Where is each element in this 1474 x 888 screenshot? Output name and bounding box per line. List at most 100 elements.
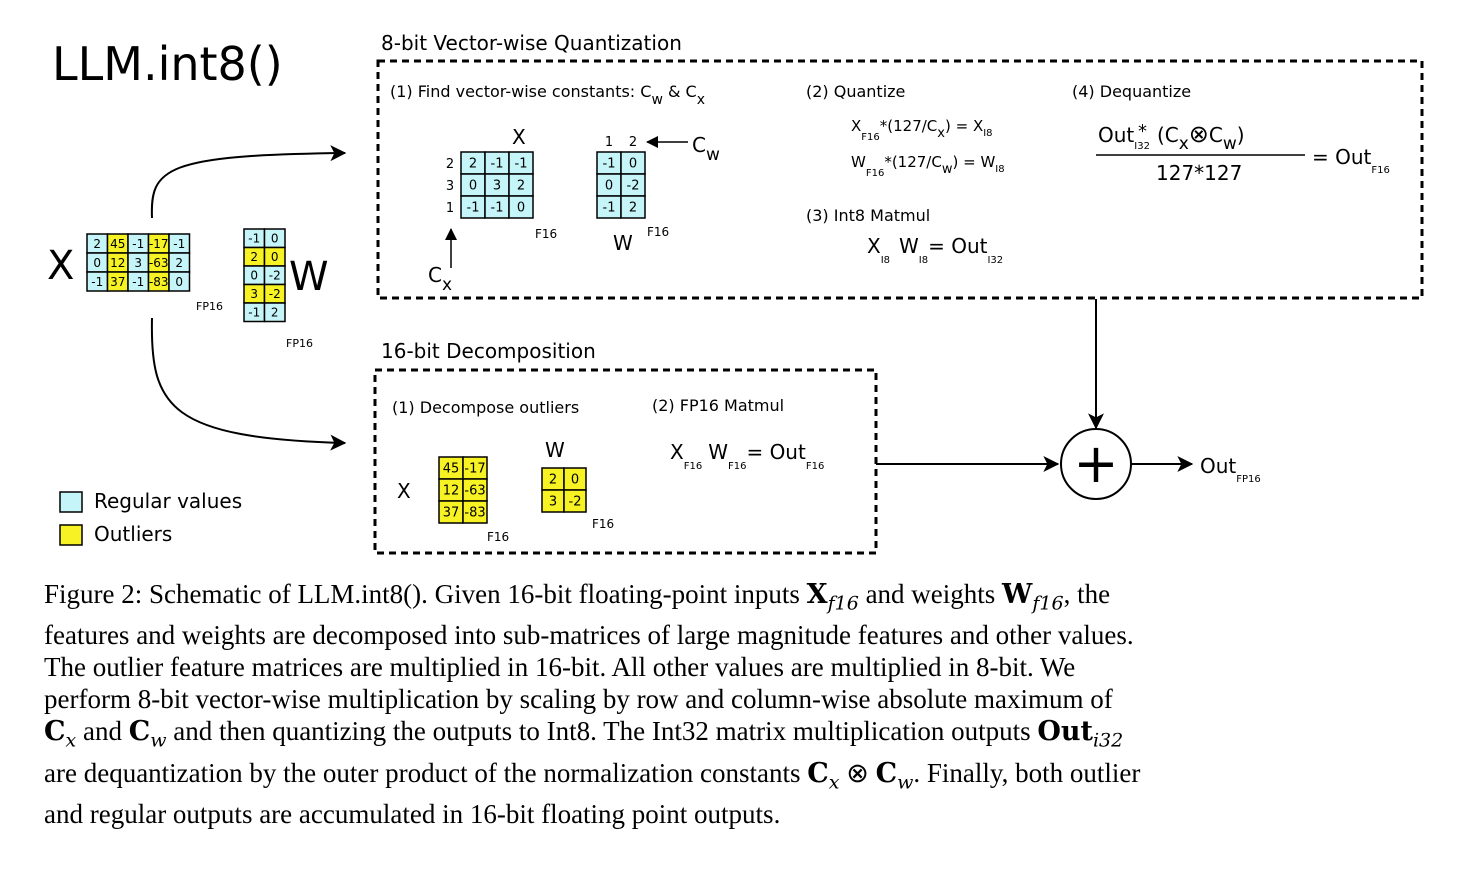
decomp-x-value: -63 [464,484,485,499]
input-x-value: 2 [93,237,101,251]
input-w-value: 3 [250,287,258,301]
decomp-step2-label: (2) FP16 Matmul [652,396,784,415]
quant-x-value: -1 [491,201,504,216]
cx-label: Cx [428,263,452,295]
legend-regular-label: Regular values [94,489,242,513]
input-x-value: 0 [175,275,183,289]
input-x-value: 45 [110,237,125,251]
output-label: OutFP16 [1200,454,1261,485]
decomp-w-value: 3 [549,495,557,510]
quant-x-value: 2 [517,179,525,194]
decomp-x-value: -83 [464,506,485,521]
quant-x-dtype: F16 [535,227,557,241]
input-w-value: 2 [271,306,279,320]
caption-line-4: perform 8-bit vector-wise multiplication… [44,684,1113,715]
quant-w-value: -1 [603,201,616,216]
cw-label: Cw [692,133,720,165]
quant-x-cell [508,195,534,219]
input-w-value: 0 [271,232,279,246]
caption-line-7: and regular outputs are accumulated in 1… [44,799,781,830]
dequant-numerator: OutI32*(Cx⊗Cw) [1098,120,1245,154]
input-w-value: -2 [269,287,281,301]
input-x-value: -83 [149,275,169,289]
quant-w-cell [620,195,646,219]
decomp-x-value: 12 [443,484,460,499]
quant-w-matrix: -1 0 0 -2 -1 2 [596,151,646,219]
input-x-value: -1 [132,275,144,289]
quant-step3-label: (3) Int8 Matmul [806,206,930,225]
quant-eq2: WF16*(127/Cw) = WI8 [851,153,1005,179]
input-x-value: 12 [110,256,125,270]
arrow-to-decomposition [150,317,347,451]
input-x-value: -17 [149,237,169,251]
dequant-denominator: 127*127 [1156,161,1242,185]
quant-w-value: -1 [603,157,616,172]
input-w-cell [263,302,286,323]
input-w-value: 0 [271,250,279,264]
quant-x-value: -1 [467,201,480,216]
quant-x-value: 0 [469,179,477,194]
quant-x-value: -1 [515,157,528,172]
decomp-w-label: W [545,438,565,462]
input-x-value: 2 [175,256,183,270]
input-w-value: -2 [269,269,281,283]
arrow-to-quantization [150,145,347,219]
figure-caption: Figure 2: Schematic of LLM.int8(). Given… [44,578,1434,830]
input-x-value: -1 [132,237,144,251]
decomp-box-title: 16-bit Decomposition [381,339,596,363]
quant-w-value: 0 [605,179,613,194]
input-x-label: X [47,243,74,289]
input-w-value: -1 [248,232,260,246]
quant-box [376,59,1424,300]
decomp-x-value: 45 [443,462,460,477]
quant-x-value: 3 [493,179,501,194]
fp16-matmul-eq: XF16WF16= OutF16 [670,440,824,472]
legend-outlier-swatch [59,524,83,546]
decomp-box [373,368,878,555]
input-x-value: -1 [173,237,185,251]
quant-eq1: XF16*(127/Cx) = XI8 [851,117,993,143]
col-constant: 1 [605,135,613,150]
quant-w-value: -2 [627,179,640,194]
quant-w-dtype: F16 [647,225,669,239]
decomp-w-value: 0 [571,473,579,488]
input-x-value: 0 [93,256,101,270]
decomp-x-value: -17 [464,462,485,477]
input-w-value: 2 [250,250,258,264]
quant-step2-label: (2) Quantize [806,82,905,101]
input-w-dtype: FP16 [286,337,313,350]
quant-x-value: 2 [469,157,477,172]
decomp-w-cell [563,489,587,513]
decomp-x-label: X [397,479,411,503]
quant-w-value: 0 [629,157,637,172]
quant-step1-label: (1) Find vector-wise constants: Cw & Cx [390,82,705,108]
quant-x-value: 0 [517,201,525,216]
input-x-value: -1 [91,275,103,289]
quant-step4-label: (4) Dequantize [1072,82,1191,101]
quant-w-label: W [613,231,633,255]
row-constant: 3 [446,179,454,194]
row-constant: 1 [446,201,454,216]
input-w-value: 0 [250,269,258,283]
caption-line-2: features and weights are decomposed into… [44,620,1134,651]
legend-regular-swatch [59,491,83,513]
input-x-value: 37 [110,275,125,289]
decomp-w-value: 2 [549,473,557,488]
caption-line-5: Cx and Cw and then quantizing the output… [44,716,1124,752]
input-x-dtype: FP16 [196,300,223,313]
input-x-cell [168,271,191,292]
input-w-value: -1 [248,306,260,320]
quant-w-value: 2 [629,201,637,216]
decomp-x-dtype: F16 [487,530,509,544]
decomp-x-cell [462,500,488,524]
input-x-value: 3 [134,256,142,270]
quant-x-row-constants: 231 [446,157,454,216]
decomp-step1-label: (1) Decompose outliers [392,398,579,417]
quant-box-title: 8-bit Vector-wise Quantization [381,31,682,55]
